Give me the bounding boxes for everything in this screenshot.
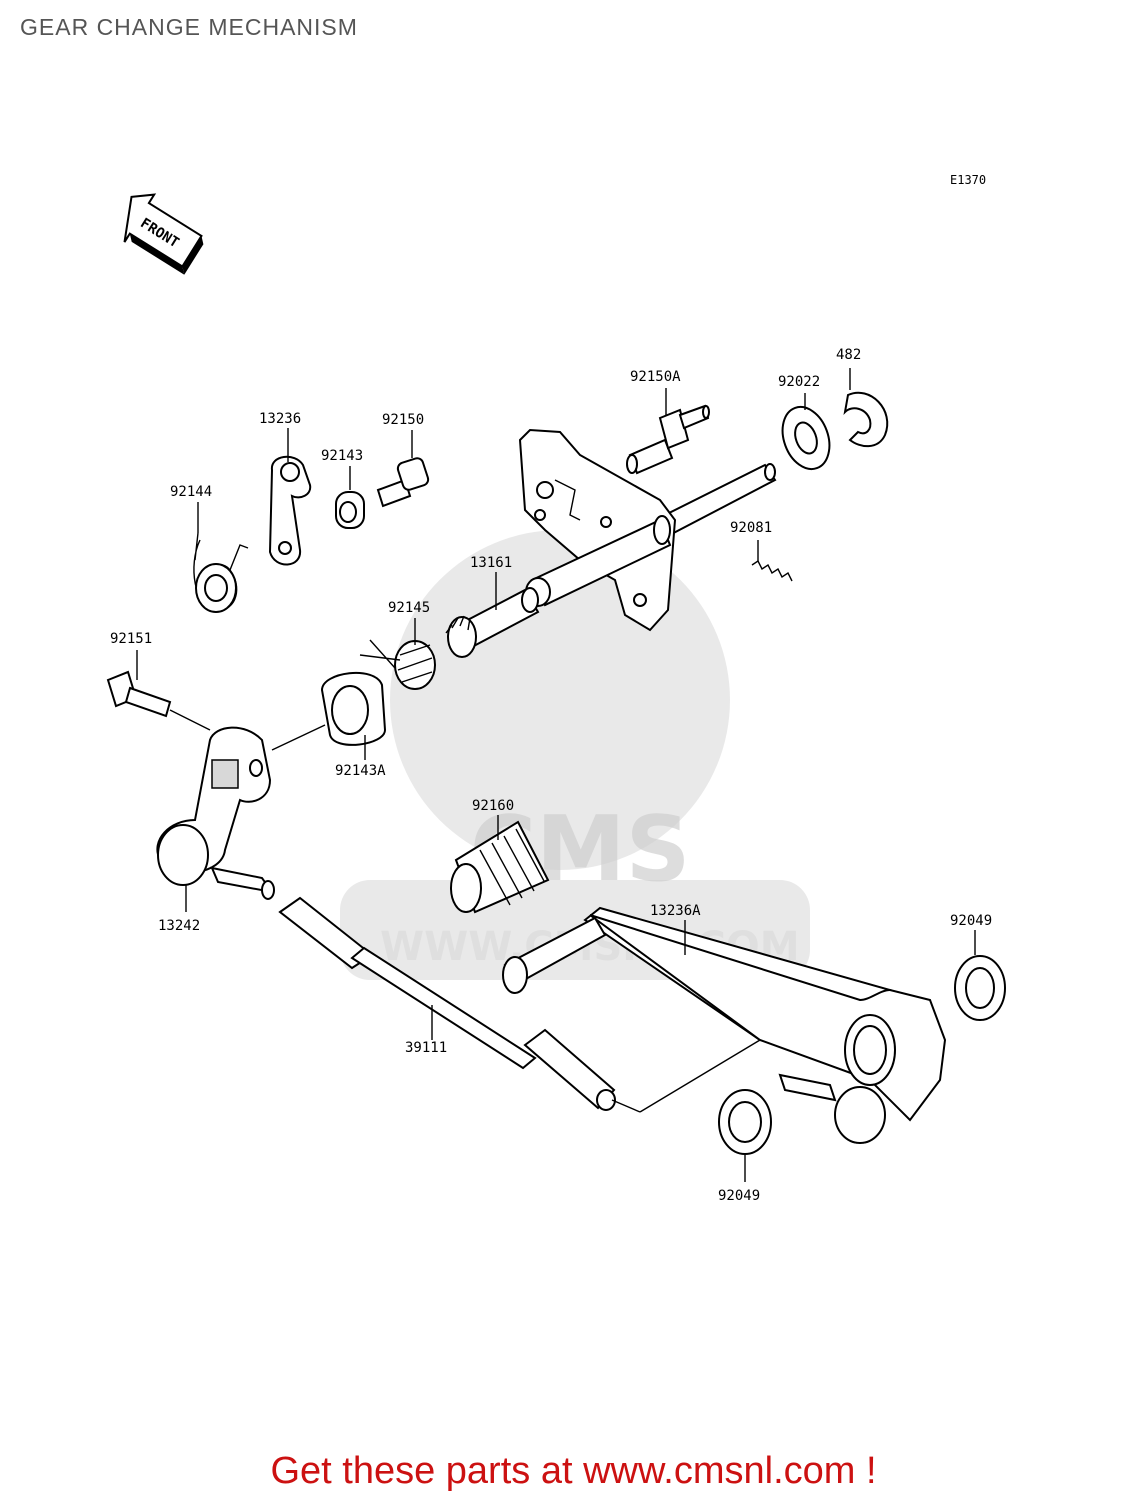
part-13236 [268,455,312,566]
callout-92049-lower: 92049 [718,1188,760,1204]
callout-92144: 92144 [170,484,212,500]
part-92081 [751,559,793,582]
callout-13236: 13236 [259,411,301,427]
callout-92150: 92150 [382,412,424,428]
callout-13161: 13161 [470,555,512,571]
callout-92151: 92151 [110,631,152,647]
part-13161 [445,587,540,658]
callout-92143: 92143 [321,448,363,464]
page-title: GEAR CHANGE MECHANISM [20,14,358,40]
callout-13242: 13242 [158,918,200,934]
cta-link[interactable]: Get these parts at www.cmsnl.com ! [270,1450,877,1492]
part-92143 [335,491,365,529]
part-92022 [781,406,831,470]
callout-39111: 39111 [405,1040,447,1056]
callout-92150A: 92150A [630,369,681,385]
callout-labels: 92150A 482 92022 13236 92150 92143 92144… [110,347,992,1204]
part-482 [843,391,889,448]
part-92144 [193,532,249,613]
part-92049-lower [718,1089,772,1155]
callout-92049-upper: 92049 [950,913,992,929]
part-13236A [502,906,947,1144]
part-92160 [450,820,550,914]
part-92049-upper [954,955,1006,1021]
callout-92143A: 92143A [335,763,386,779]
shift-shaft-assembly [518,428,777,632]
part-39111 [278,896,616,1111]
callout-92022: 92022 [778,374,820,390]
callout-92145: 92145 [388,600,430,616]
part-92150 [376,457,430,508]
part-92150A [626,404,710,475]
leader-lines [136,368,976,1182]
part-13242 [156,726,275,900]
part-92143A [320,671,387,746]
part-92145 [359,639,436,690]
callout-482: 482 [836,347,861,363]
watermark: CMS WWW.CMSNL.COM [340,530,810,980]
part-92151 [106,670,172,718]
callout-92081: 92081 [730,520,772,536]
callout-92160: 92160 [472,798,514,814]
front-arrow-icon: FRONT [123,193,204,275]
callout-13236A: 13236A [650,903,701,919]
diagram-code: E1370 [950,173,986,187]
parts-diagram: CMS WWW.CMSNL.COM E1370 FRONT [106,173,1006,1204]
